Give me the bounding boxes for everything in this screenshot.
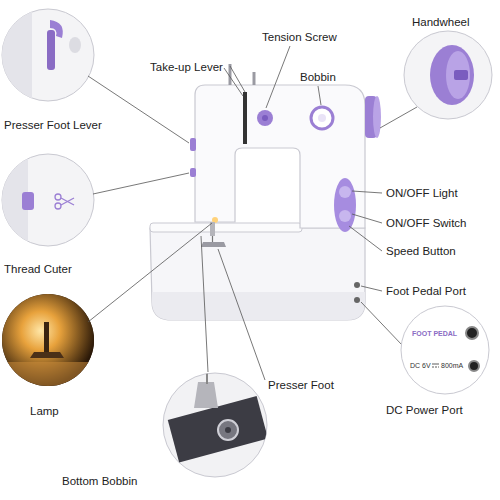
dc-symbol: [432, 364, 439, 365]
machine-body: [150, 64, 381, 320]
illustration-part: [334, 178, 356, 232]
illustration-part: [2, 294, 94, 386]
illustration-part: [2, 362, 94, 386]
illustration-part: [352, 191, 382, 193]
illustration-part: [446, 51, 470, 99]
jack-socket: [466, 327, 478, 339]
bottom-bobbin-inset: [163, 373, 268, 477]
illustration-part: [47, 30, 55, 70]
illustration-part: [454, 70, 468, 80]
part-label: Take-up Lever: [150, 60, 223, 74]
illustration-part: [168, 373, 268, 462]
illustration-part: [55, 203, 61, 209]
part-label: ON/OFF Light: [386, 186, 458, 200]
lamp-inset: [2, 294, 94, 386]
illustration-part: [224, 68, 243, 96]
illustration-part: [339, 210, 351, 222]
part-label: DC Power Port: [386, 403, 463, 417]
thread-cutter-inset: [2, 154, 94, 246]
illustration-part: [201, 242, 226, 247]
handwheel-inset: [404, 31, 492, 119]
illustration-part: [339, 186, 351, 198]
illustration-part: [2, 154, 74, 246]
illustration-part: [2, 9, 32, 101]
part-label: Presser Foot: [268, 378, 334, 392]
illustration-part: [61, 198, 74, 205]
part-label: Bobbin: [300, 70, 336, 84]
illustration-part: [150, 223, 302, 232]
illustration-part: [190, 138, 196, 151]
part-label: Foot Pedal Port: [386, 284, 466, 298]
illustration-part: [206, 373, 208, 384]
illustration-part: [2, 154, 94, 246]
illustration-part: [55, 194, 61, 200]
presser-foot-lever-inset: [2, 9, 94, 101]
illustration-part: [2, 9, 81, 101]
port-inset: FOOT PEDAL DC 6V 800mA: [400, 305, 490, 395]
illustration-part: [2, 294, 94, 386]
illustration-part: [93, 173, 189, 194]
illustration-part: [257, 110, 273, 126]
illustration-part: [2, 9, 94, 101]
part-label: ON/OFF Switch: [386, 216, 467, 230]
illustration-part: [253, 72, 256, 85]
illustration-part: [380, 107, 417, 128]
illustration-part: [430, 45, 474, 105]
illustration-part: [225, 427, 231, 433]
illustration-part: [218, 420, 238, 440]
illustration-part: [361, 286, 382, 291]
illustration-part: [373, 96, 381, 138]
illustration-part: [243, 92, 247, 144]
dc-symbol: [432, 367, 439, 368]
illustration-part: [61, 198, 74, 205]
illustration-part: [150, 228, 365, 320]
part-label: Presser Foot Lever: [4, 118, 102, 132]
illustration-part: [69, 37, 81, 53]
illustration-part: [2, 294, 94, 386]
illustration-part: [354, 282, 360, 288]
inset-circle: [401, 306, 489, 394]
illustration-part: [262, 115, 268, 121]
illustration-part: [88, 223, 212, 322]
port-marking: 800mA: [441, 361, 463, 370]
illustration-part: [30, 352, 64, 358]
illustration-part: [190, 168, 196, 177]
illustration-part: [318, 114, 326, 122]
port-marking: DC 6V: [410, 361, 431, 370]
illustration-part: [349, 226, 382, 251]
leader-lines: [88, 46, 417, 380]
illustration-part: [404, 31, 492, 119]
illustration-part: [311, 107, 333, 129]
illustration-part: [152, 292, 365, 320]
illustration-part: [218, 249, 265, 380]
illustration-part: [318, 86, 321, 105]
illustration-part: [194, 382, 218, 408]
inset-outline: [400, 305, 490, 395]
part-label: Bottom Bobbin: [62, 474, 137, 488]
part-label: Handwheel: [412, 15, 470, 29]
scissors-symbol: [55, 194, 74, 209]
part-label: Speed Button: [386, 244, 456, 258]
illustration-part: [266, 46, 290, 108]
illustration-part: [44, 322, 49, 352]
part-label: Lamp: [30, 404, 59, 418]
illustration-part: [201, 236, 208, 372]
jack-socket: [469, 361, 479, 371]
illustration-part: [354, 297, 360, 303]
part-label: Tension Screw: [262, 30, 337, 44]
illustration-part: [88, 76, 189, 143]
part-label: Thread Cuter: [4, 262, 72, 276]
illustration-part: [352, 214, 382, 223]
illustration-part: [22, 192, 34, 210]
illustration-part: [361, 302, 402, 345]
illustration-part: [168, 396, 268, 462]
port-marking: FOOT PEDAL: [412, 329, 457, 338]
